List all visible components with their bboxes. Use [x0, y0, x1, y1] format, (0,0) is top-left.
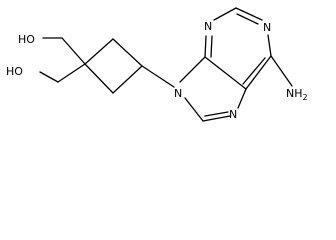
imid-bond-c8-n7-double	[204, 111, 229, 117]
ring-bond-3	[112, 65, 143, 94]
pyr-bond-c6-c5-double	[242, 57, 266, 85]
label-hydroxyl-bottom: HO	[6, 65, 23, 78]
ring-bond-1	[84, 38, 114, 65]
bond-ch2-quat-top	[61, 37, 86, 65]
imid-bond-c4-c5	[204, 56, 247, 90]
imid-bond-n7-c5	[237, 88, 247, 109]
pyr-bond-c4-n3-double	[210, 35, 213, 58]
amine-subscript: 2	[303, 93, 308, 102]
imid-bond-n9-c4	[179, 56, 206, 83]
label-amine: NH2	[286, 87, 308, 102]
bond-ch2-quat-bottom	[57, 63, 86, 83]
structure-drawing: HO HO N N N N NH2	[6, 7, 308, 122]
pyr-bond-n3-c2	[213, 7, 237, 21]
label-n-ring: N	[229, 108, 237, 121]
imid-bond-c8-n7	[202, 115, 231, 122]
bond-set-left	[39, 37, 86, 83]
pyr-bond-c6-nh2	[270, 55, 293, 87]
pyr-bond-n1-c6	[267, 34, 272, 57]
bond-ho-ch2-bottom	[39, 71, 59, 83]
pyr-bond-c6-c5	[245, 55, 272, 90]
amine-text: NH	[286, 87, 303, 100]
pyrimidine-ring	[204, 7, 293, 90]
label-n-top: N	[263, 21, 271, 34]
pyr-bond-c4-n3	[204, 35, 207, 58]
ring-bond-4	[84, 63, 114, 94]
bond-ring-to-n9	[141, 65, 175, 88]
pyr-bond-c2-n1-double	[236, 13, 259, 25]
imidazole-ring	[179, 56, 247, 122]
label-hydroxyl-top: HO	[18, 33, 35, 46]
cyclobutane-ring	[84, 38, 143, 94]
pyr-bond-c2-n1	[235, 7, 263, 21]
imid-bond-n9-c8	[184, 97, 204, 122]
label-n-upper: N	[204, 20, 212, 33]
molecule-structure: HO HO N N N N NH2	[6, 7, 308, 122]
label-n-imidazole: N	[174, 87, 182, 100]
ring-bond-2	[112, 38, 143, 67]
